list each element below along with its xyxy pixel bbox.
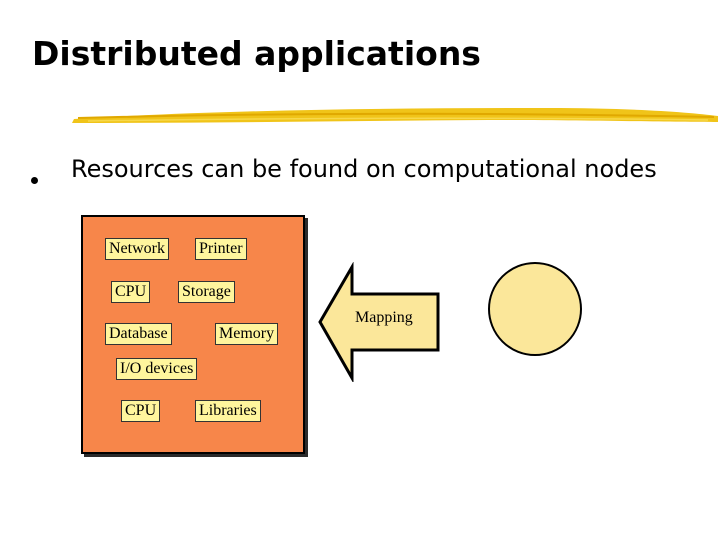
resource-libraries: Libraries bbox=[195, 400, 261, 422]
computational-node-box: Network Printer CPU Storage Database Mem… bbox=[81, 215, 305, 454]
resource-cpu: CPU bbox=[111, 281, 151, 303]
mapping-label: Mapping bbox=[355, 309, 413, 326]
resource-network: Network bbox=[105, 238, 169, 260]
slide-title: Distributed applications bbox=[32, 34, 481, 73]
resource-storage: Storage bbox=[178, 281, 235, 303]
title-underline bbox=[72, 108, 718, 123]
bullet-text: Resources can be found on computational … bbox=[71, 155, 657, 183]
bullet-dot-icon bbox=[31, 177, 38, 184]
mapping-arrow-icon bbox=[318, 262, 440, 382]
resource-io-devices: I/O devices bbox=[116, 358, 198, 380]
resource-printer: Printer bbox=[195, 238, 247, 260]
resource-cpu-2: CPU bbox=[121, 400, 161, 422]
resource-memory: Memory bbox=[215, 323, 279, 345]
resource-database: Database bbox=[105, 323, 172, 345]
application-circle bbox=[488, 262, 582, 356]
